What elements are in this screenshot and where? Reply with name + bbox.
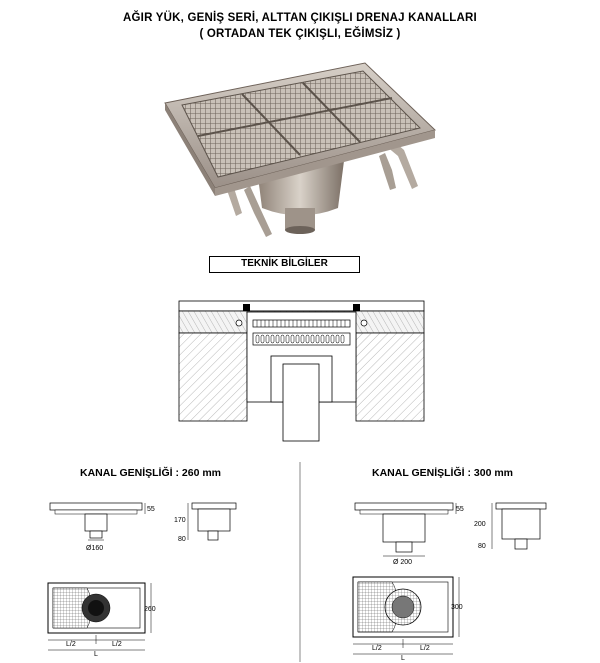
left-plan-width-label: 260: [144, 606, 156, 613]
right-side-height-label: 200: [474, 521, 486, 528]
right-half-b-label: L/2: [420, 645, 430, 652]
right-depth-label: 55: [456, 506, 464, 513]
left-side-elevation: 170 80: [174, 502, 237, 543]
right-front-elevation: 55 Ø 200: [354, 502, 464, 566]
right-section-title: KANAL GENİŞLİĞİ : 300 mm: [372, 467, 514, 479]
product-photo: [164, 62, 436, 237]
page-title: AĞIR YÜK, GENİŞ SERİ, ALTTAN ÇIKIŞLI DRE…: [123, 12, 477, 24]
left-half-a-label: L/2: [66, 641, 76, 648]
left-front-elevation: 55 Ø160: [49, 502, 155, 552]
left-plan-view: 260 L/2 L/2 L: [47, 582, 156, 658]
left-side-height-label: 170: [174, 517, 186, 524]
page-subtitle: ( ORTADAN TEK ÇIKIŞLI, EĞİMSİZ ): [199, 28, 401, 40]
left-side-outlet-label: 80: [178, 536, 186, 543]
right-diameter-label: Ø 200: [393, 559, 412, 566]
right-side-elevation: 200 80: [474, 502, 547, 550]
section-divider: [299, 462, 301, 662]
left-section-title: KANAL GENİŞLİĞİ : 260 mm: [80, 467, 222, 479]
left-diameter-label: Ø160: [86, 545, 103, 552]
cross-section-drawing: [178, 300, 425, 442]
right-plan-width-label: 300: [451, 604, 463, 611]
left-depth-label: 55: [147, 506, 155, 513]
left-length-label: L: [94, 651, 98, 658]
right-side-outlet-label: 80: [478, 543, 486, 550]
right-length-label: L: [401, 655, 405, 662]
right-half-a-label: L/2: [372, 645, 382, 652]
right-plan-view: 300 L/2 L/2 L: [352, 576, 463, 662]
left-half-b-label: L/2: [112, 641, 122, 648]
technical-info-label: TEKNİK BİLGİLER: [209, 256, 360, 273]
